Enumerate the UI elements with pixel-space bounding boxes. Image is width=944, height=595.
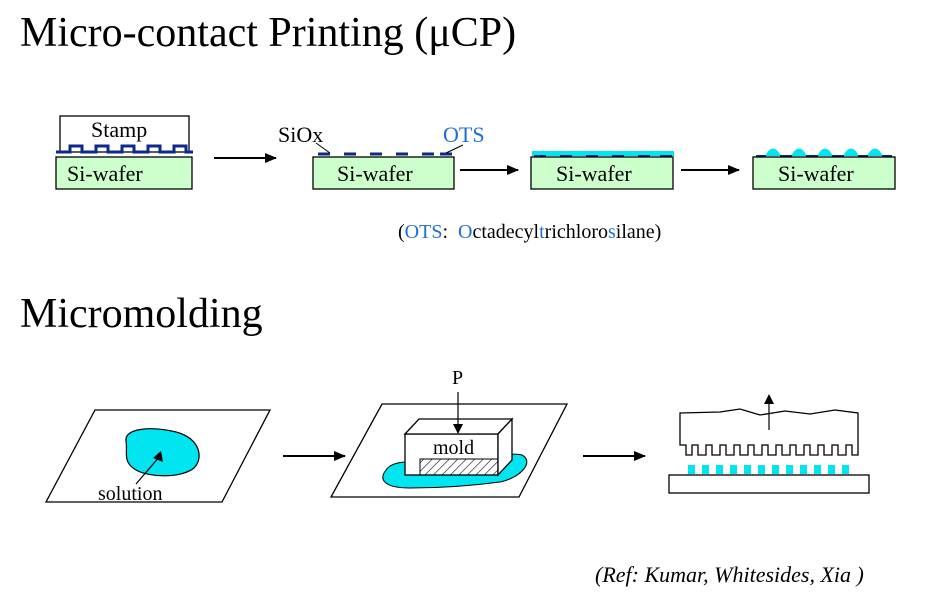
note-ctadecyl: ctadecyl: [472, 221, 540, 243]
note-o: O: [458, 221, 473, 243]
stamp-label: Stamp: [91, 117, 148, 142]
wafer-1: [55, 156, 193, 190]
mm-step-result: [668, 394, 870, 494]
pressure-arrowhead: [453, 424, 463, 434]
mold-lifted: [679, 408, 859, 456]
wafer-label-3: Si-wafer: [556, 161, 632, 186]
solution-blob: [125, 428, 200, 477]
note-colon: :: [442, 221, 459, 243]
mold-label: mold: [433, 437, 475, 459]
note-s: s: [607, 221, 616, 243]
lift-arrowhead: [764, 394, 774, 404]
title-micromolding: Micromolding: [20, 291, 263, 337]
mcp-step-coated: [530, 151, 674, 190]
wafer-label-4: Si-wafer: [778, 161, 854, 186]
mm-step-solution: [44, 409, 272, 503]
reference-citation: (Ref: Kumar, Whitesides, Xia ): [595, 562, 864, 587]
stamp-teeth: [56, 144, 193, 154]
wafer-2: [312, 156, 455, 190]
ots-pointer: [445, 144, 464, 154]
cyan-layer: [532, 151, 674, 156]
wafer-label-2: Si-wafer: [337, 161, 413, 186]
solution-pointer: [135, 455, 161, 485]
note-richloro: richloro: [544, 221, 608, 243]
note-ilane: ilane): [615, 221, 662, 243]
molded-features: [688, 465, 849, 474]
ots-label: OTS: [443, 122, 485, 147]
ots-definition-note: (OTS: Octadecyltrichlorosilane): [398, 222, 661, 242]
wafer-3: [530, 156, 674, 190]
note-t: t: [539, 221, 545, 243]
mold-hatch: [419, 458, 499, 476]
note-open: (: [398, 221, 405, 243]
pressure-label: P: [452, 367, 464, 389]
mm-step-mold: [329, 392, 569, 498]
mcp-step-printed: [312, 142, 464, 190]
solution-pointer-head: [153, 451, 163, 462]
note-ots: OTS: [404, 221, 443, 243]
droplets: [765, 148, 883, 156]
wafer-label-1: Si-wafer: [67, 161, 143, 186]
siox-pointer: [315, 142, 331, 154]
solution-label: solution: [98, 483, 163, 505]
wafer-4: [752, 156, 896, 190]
siox-label: SiOx: [278, 122, 324, 147]
mcp-step-stamp: [55, 115, 193, 190]
substrate: [668, 474, 870, 494]
mcp-step-droplets: [752, 148, 896, 190]
title-micro-contact-printing: Micro-contact Printing (μCP): [20, 10, 517, 56]
